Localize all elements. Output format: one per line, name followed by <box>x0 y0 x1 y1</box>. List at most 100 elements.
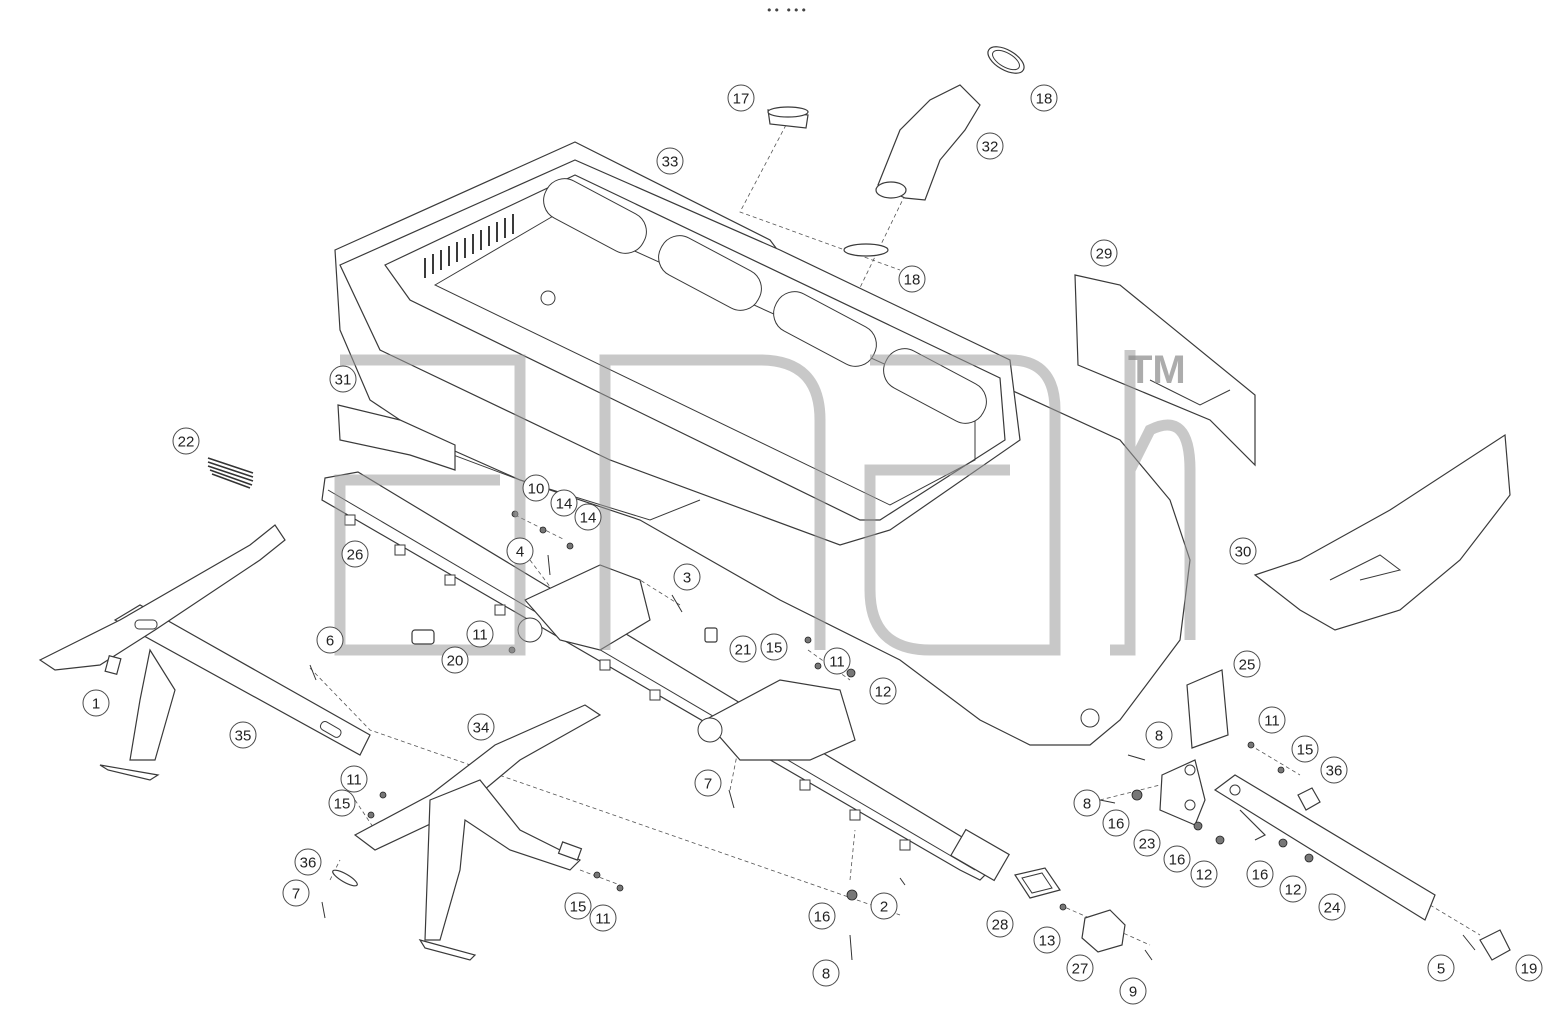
callout-label: 12 <box>1285 882 1302 899</box>
callout-circle <box>1515 954 1543 982</box>
air-tube <box>875 84 981 201</box>
callout-19: 19 <box>1515 954 1543 982</box>
callout-circle <box>294 848 322 876</box>
callout-circle <box>986 910 1014 938</box>
callout-8: 8 <box>1145 721 1173 749</box>
callout-11: 11 <box>589 904 617 932</box>
callout-circle <box>1133 829 1161 857</box>
callout-label: 14 <box>580 510 597 527</box>
callout-23: 23 <box>1133 829 1161 857</box>
side-panel-upper <box>1074 274 1256 467</box>
callout-21: 21 <box>729 635 757 663</box>
callout-label: 7 <box>292 886 300 903</box>
callout-label: 35 <box>235 728 252 745</box>
callout-label: 15 <box>334 796 351 813</box>
callout-circle <box>812 959 840 987</box>
callout-label: 11 <box>829 654 845 671</box>
label-strip <box>207 457 254 489</box>
callout-circle <box>1291 735 1319 763</box>
callout-22: 22 <box>172 427 200 455</box>
callout-label: 18 <box>904 272 921 289</box>
callout-circle <box>466 620 494 648</box>
callout-32: 32 <box>976 132 1004 160</box>
callout-12: 12 <box>869 677 897 705</box>
flap-panel <box>337 404 456 471</box>
callout-label: 16 <box>1108 816 1125 833</box>
callout-label: 15 <box>1297 742 1314 759</box>
callout-label: 10 <box>528 481 545 498</box>
callout-circle <box>574 503 602 531</box>
callout-label: 4 <box>516 544 524 561</box>
callout-circle <box>550 489 578 517</box>
callout-circle <box>506 537 534 565</box>
callout-label: 16 <box>1169 852 1186 869</box>
end-cap <box>1479 929 1511 961</box>
callout-circle <box>329 365 357 393</box>
callout-circle <box>1145 721 1173 749</box>
callout-circle <box>694 769 722 797</box>
callout-3: 3 <box>673 563 701 591</box>
callout-label: 32 <box>982 139 999 156</box>
body-cowling <box>334 141 1191 746</box>
callout-16: 16 <box>1163 845 1191 873</box>
callout-label: 11 <box>472 627 488 644</box>
callout-label: 24 <box>1324 900 1341 917</box>
side-panel-lower <box>1253 433 1511 631</box>
callout-18: 18 <box>898 265 926 293</box>
callout-circle <box>1102 809 1130 837</box>
callout-label: 5 <box>1437 961 1445 978</box>
callout-34: 34 <box>467 713 495 741</box>
info-plate <box>1186 669 1229 749</box>
callout-circle <box>467 713 495 741</box>
callout-20: 20 <box>441 646 469 674</box>
callout-label: 3 <box>683 570 691 587</box>
callout-group: 1234567788891011111111111212121314141515… <box>82 84 1543 1005</box>
callout-label: 31 <box>335 372 352 389</box>
callout-circle <box>673 563 701 591</box>
callout-25: 25 <box>1233 650 1261 678</box>
callout-circle <box>589 904 617 932</box>
mounting-bracket <box>1159 759 1206 826</box>
callout-label: 15 <box>766 640 783 657</box>
callout-16: 16 <box>808 902 836 930</box>
callout-27: 27 <box>1066 954 1094 982</box>
callout-circle <box>172 427 200 455</box>
callout-circle <box>522 474 550 502</box>
callout-label: 23 <box>1139 836 1156 853</box>
callout-circle <box>808 902 836 930</box>
callout-30: 30 <box>1229 537 1257 565</box>
callout-label: 12 <box>1196 867 1213 884</box>
callout-circle <box>656 147 684 175</box>
callout-8: 8 <box>812 959 840 987</box>
callout-circle <box>1427 954 1455 982</box>
vent-slots <box>424 214 514 278</box>
callout-10: 10 <box>522 474 550 502</box>
callout-circle <box>870 892 898 920</box>
callout-24: 24 <box>1318 893 1346 921</box>
callout-label: 18 <box>1036 91 1053 108</box>
callout-circle <box>441 646 469 674</box>
callout-label: 27 <box>1072 961 1089 978</box>
callout-label: 28 <box>992 917 1009 934</box>
end-gasket <box>1014 867 1061 899</box>
callout-15: 15 <box>760 633 788 661</box>
callout-11: 11 <box>340 765 368 793</box>
callout-12: 12 <box>1190 860 1218 888</box>
callout-label: 16 <box>814 909 831 926</box>
stand-bracket-front <box>38 524 371 781</box>
callout-circle <box>282 879 310 907</box>
callout-circle <box>1190 860 1218 888</box>
callout-9: 9 <box>1119 977 1147 1005</box>
callout-label: 20 <box>447 653 464 670</box>
callout-label: 8 <box>1083 796 1091 813</box>
callout-circle <box>760 633 788 661</box>
callout-circle <box>1090 239 1118 267</box>
top-indicator: •• ••• <box>766 4 808 17</box>
rubber-pad <box>411 629 435 645</box>
callout-7: 7 <box>694 769 722 797</box>
callout-14: 14 <box>574 503 602 531</box>
callout-label: 15 <box>570 899 587 916</box>
callout-circle <box>729 635 757 663</box>
callout-12: 12 <box>1279 875 1307 903</box>
